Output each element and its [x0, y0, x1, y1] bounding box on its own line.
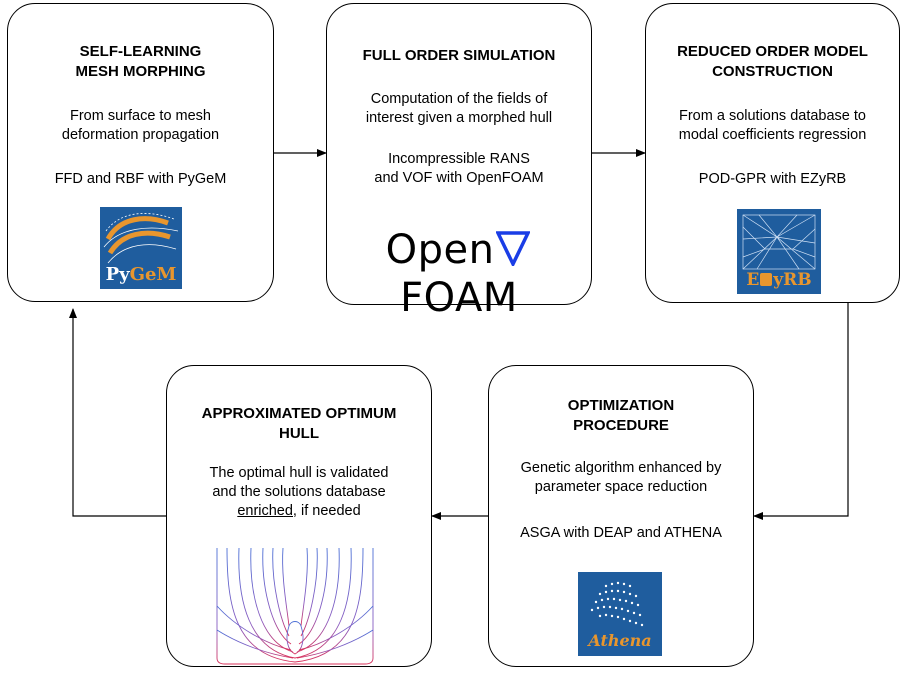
- fos-tool-line2: and VOF with OpenFOAM: [374, 170, 544, 186]
- openfoam-logo: OpenFOAM: [327, 226, 591, 322]
- full-order-simulation-box: FULL ORDER SIMULATION Computation of the…: [326, 3, 592, 321]
- hull-desc-line2: and the solutions database: [212, 484, 386, 500]
- mesh-morphing-desc-line1: From surface to mesh: [69, 108, 211, 124]
- hull-title-line2: HULL: [279, 425, 319, 442]
- arrow-hull-to-mesh: [69, 308, 166, 517]
- mesh-morphing-desc-line2: deformation propagation: [61, 127, 220, 143]
- openfoam-logo-open: Open: [385, 227, 495, 273]
- pygem-logo-gem: GeM: [129, 264, 177, 285]
- pygem-logo: PyGeM: [100, 207, 182, 289]
- optimum-hull-box: APPROXIMATED OPTIMUM HULL The optimal hu…: [166, 365, 432, 667]
- hull-desc-enriched: enriched,: [237, 503, 297, 519]
- opt-desc-line2: parameter space reduction: [534, 479, 708, 495]
- rom-title-line2: CONSTRUCTION: [712, 63, 833, 80]
- pygem-logo-py: Py: [105, 264, 130, 285]
- ezyrb-logo-e: E: [746, 270, 760, 290]
- rom-tool: POD-GPR with EZyRB: [698, 171, 847, 187]
- athena-logo: Athena: [578, 572, 662, 656]
- fos-desc-line2: interest given a morphed hull: [365, 110, 553, 126]
- ezyrb-logo-yrb: yRB: [773, 270, 812, 290]
- optimization-procedure-box: OPTIMIZATION PROCEDURE Genetic algorithm…: [488, 365, 754, 667]
- rom-title-line1: REDUCED ORDER MODEL: [677, 43, 868, 60]
- mesh-morphing-box: SELF-LEARNING MESH MORPHING From surface…: [7, 3, 274, 302]
- mesh-morphing-tool: FFD and RBF with PyGeM: [54, 171, 227, 187]
- hull-desc-if-needed: if needed: [296, 503, 361, 519]
- opt-tool: ASGA with DEAP and ATHENA: [520, 525, 722, 541]
- nabla-icon: [495, 231, 532, 269]
- opt-title-line1: OPTIMIZATION: [567, 397, 675, 414]
- mesh-morphing-title-line2: MESH MORPHING: [75, 63, 206, 80]
- ezyrb-mesh-icon: [742, 214, 816, 270]
- opt-desc-line1: Genetic algorithm enhanced by: [520, 460, 722, 476]
- rom-desc-line1: From a solutions database to: [679, 108, 866, 124]
- athena-logo-text: Athena: [588, 631, 652, 650]
- hull-desc-line1: The optimal hull is validated: [209, 465, 389, 481]
- ezyrb-logo-z-glyph: [760, 273, 773, 286]
- hull-desc-line3: enriched, if needed: [167, 502, 431, 521]
- fos-title: FULL ORDER SIMULATION: [362, 47, 556, 64]
- hull-title-line1: APPROXIMATED OPTIMUM: [201, 405, 397, 422]
- arrow-rom-to-opt: [753, 303, 849, 520]
- fos-tool-line1: Incompressible RANS: [388, 151, 530, 167]
- openfoam-logo-foam: FOAM: [400, 275, 518, 321]
- rom-desc-line2: modal coefficients regression: [678, 127, 867, 143]
- opt-title-line2: PROCEDURE: [573, 417, 669, 434]
- fos-desc-line1: Computation of the fields of: [370, 91, 548, 107]
- mesh-morphing-title-line1: SELF-LEARNING: [79, 43, 202, 60]
- athena-dots-icon: [590, 581, 644, 627]
- pygem-logo-icon: [103, 213, 179, 264]
- hull-section-plot: [216, 547, 374, 665]
- rom-construction-box: REDUCED ORDER MODEL CONSTRUCTION From a …: [645, 3, 900, 303]
